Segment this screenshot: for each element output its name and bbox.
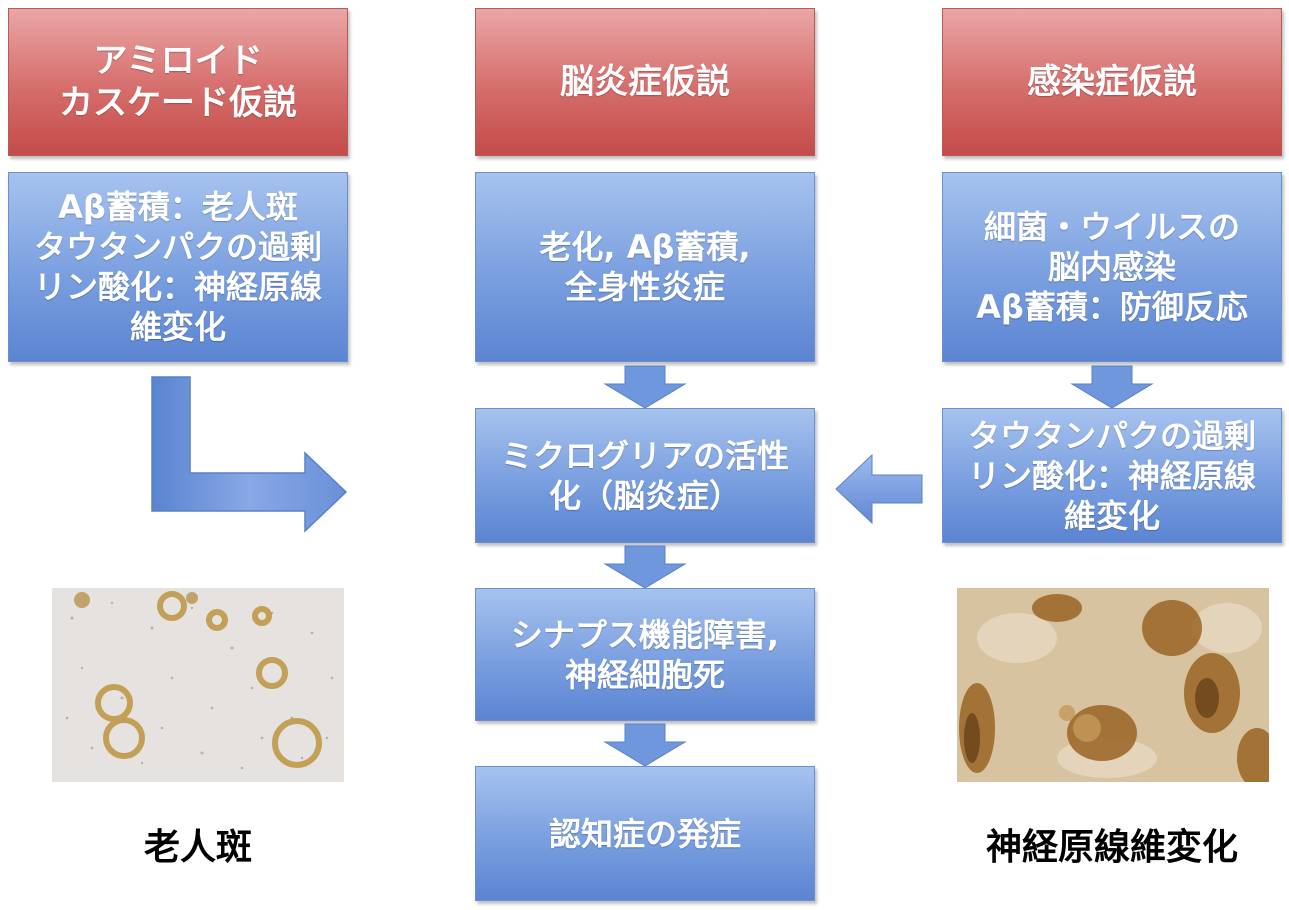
neurofibrillary-tangle-micrograph <box>957 588 1269 782</box>
dementia-onset-box: 認知症の発症 <box>475 766 815 901</box>
infection-tau-box: タウタンパクの過剰 リン酸化：神経原線 維変化 <box>942 408 1282 543</box>
down-arrow-icon <box>1070 365 1154 409</box>
inflammation-hypothesis-header: 脳炎症仮説 <box>475 8 815 156</box>
left-arrow-icon <box>835 453 923 525</box>
synapse-dysfunction-box: シナプス機能障害, 神経細胞死 <box>475 588 815 721</box>
amyloid-description-box: Aβ蓄積：老人斑 タウタンパクの過剰 リン酸化：神経原線 維変化 <box>8 172 348 362</box>
amyloid-hypothesis-header: アミロイド カスケード仮説 <box>8 8 348 156</box>
senile-plaque-caption: 老人斑 <box>143 827 252 868</box>
down-arrow-icon <box>603 723 687 767</box>
infection-hypothesis-header: 感染症仮説 <box>942 8 1282 156</box>
microglia-activation-box: ミクログリアの活性 化（脳炎症） <box>475 408 815 543</box>
down-arrow-icon <box>603 545 687 589</box>
down-arrow-icon <box>603 365 687 409</box>
infection-description-box: 細菌・ウイルスの 脳内感染 Aβ蓄積：防御反応 <box>942 172 1282 362</box>
senile-plaque-micrograph <box>52 588 344 782</box>
bent-arrow-icon <box>151 376 348 533</box>
neurofibrillary-tangle-caption: 神経原線維変化 <box>985 827 1238 868</box>
inflammation-description-box: 老化, Aβ蓄積, 全身性炎症 <box>475 172 815 362</box>
